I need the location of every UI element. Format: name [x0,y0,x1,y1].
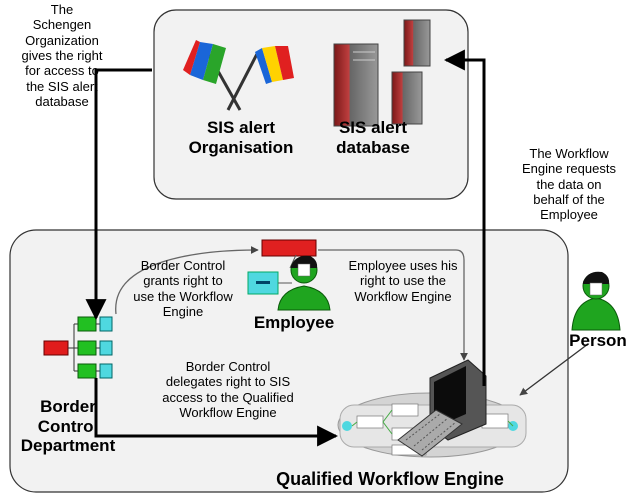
sis-organisation-label: SIS alert Organisation [188,118,294,157]
delegates-annotation: Border Control delegates right to SIS ac… [162,359,294,420]
schengen-annotation: The Schengen Organization gives the righ… [21,2,103,109]
grant-arrow [115,246,259,315]
workflow-request-annotation: The Workflow Engine requests the data on… [522,146,616,223]
person-label: Person [569,331,627,350]
employee-icon [247,239,331,311]
grants-annotation: Border Control grants right to use the W… [133,258,233,319]
person-arrow [519,343,589,396]
sis-organisation-box [153,9,469,200]
flags-icon [183,40,294,111]
workflow-engine-icon [337,359,527,458]
engine-label: Qualified Workflow Engine [276,469,504,489]
org-chart-icon [43,316,113,379]
sis-database-label: SIS alert database [336,118,410,157]
employee-uses-annotation: Employee uses his right to use the Workf… [348,258,458,304]
delegation-arrow [94,378,339,447]
schengen-rights-arrow [85,68,152,321]
department-label: Border Control Department [20,397,116,456]
server-icon [333,19,431,127]
employee-label: Employee [253,313,335,332]
person-icon [571,271,621,331]
employee-use-arrow [318,249,468,361]
data-request-arrow [443,49,486,386]
